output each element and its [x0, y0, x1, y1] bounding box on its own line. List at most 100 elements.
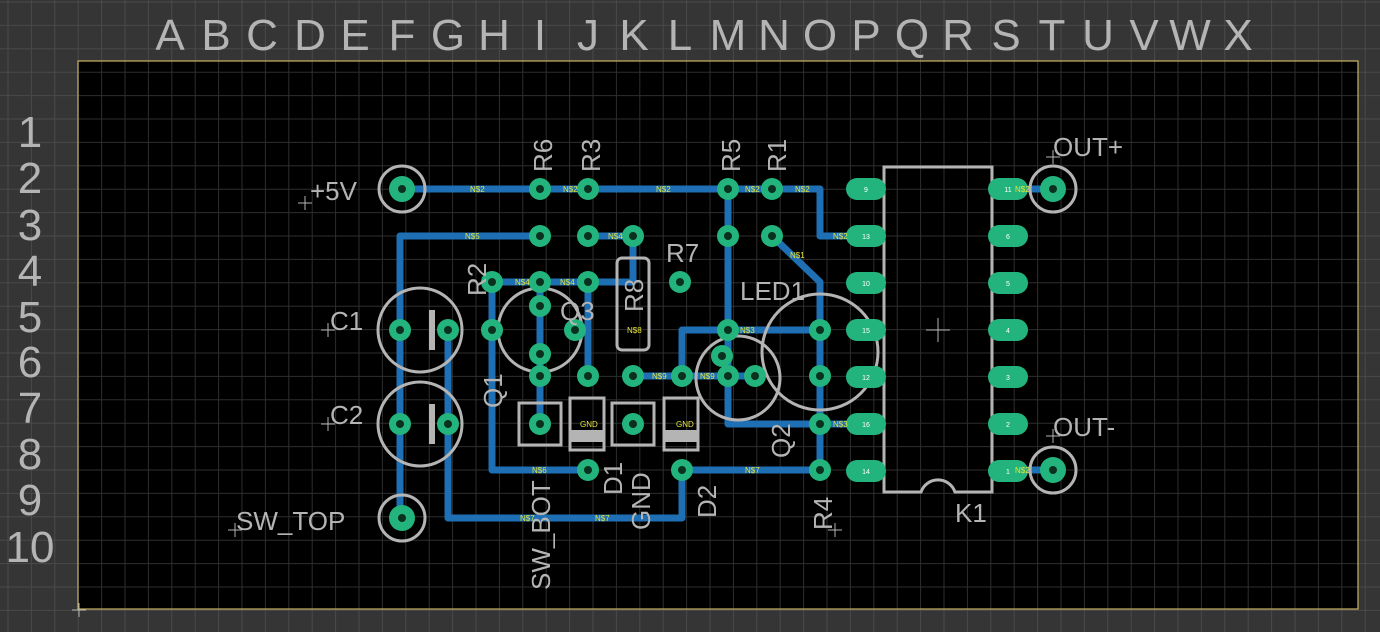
column-label: M [710, 11, 747, 60]
net-label: GND [580, 420, 598, 429]
relay-pin-right-2[interactable] [988, 413, 1028, 435]
trace-n6 [488, 278, 592, 474]
relay-pin-right-2-number: 2 [1006, 422, 1010, 429]
connector-out-minus-pad-drill [1049, 466, 1057, 474]
pad-20-drill [751, 372, 759, 380]
designator-r6: R6 [528, 139, 558, 172]
relay-pin-right-5-number: 5 [1006, 281, 1010, 288]
d1-body [568, 396, 606, 452]
column-label: R [942, 11, 974, 60]
column-label: U [1082, 11, 1114, 60]
net-label: N$4 [515, 278, 530, 287]
relay-pin-right-3[interactable] [988, 366, 1028, 388]
designator-r1: R1 [762, 139, 792, 172]
designator-r5: R5 [716, 139, 746, 172]
sw-pad1-box [517, 401, 563, 447]
net-label: N$7 [745, 466, 760, 475]
net-label: N$4 [608, 232, 623, 241]
relay-pin-left-9-number: 9 [864, 187, 868, 194]
sw-pad2-box [610, 401, 656, 447]
connector-5v-pad-drill [398, 185, 406, 193]
pad-8-drill [629, 232, 637, 240]
relay-pin-right-4[interactable] [988, 319, 1028, 341]
designator-r8: R8 [619, 279, 649, 312]
net-label: N$2 [1015, 466, 1030, 475]
designator-q3: Q3 [560, 296, 595, 326]
column-label: N [758, 11, 790, 60]
relay-pin-left-12[interactable] [846, 366, 886, 388]
relay-pin-left-9[interactable] [846, 178, 886, 200]
pad-30-drill [816, 326, 824, 334]
pad-22-drill [724, 326, 732, 334]
designator-r4: R4 [808, 497, 838, 530]
c1-plate [429, 310, 435, 350]
net-label: N$9 [700, 372, 715, 381]
relay-pin-left-12-number: 12 [862, 375, 870, 382]
row-label: 3 [18, 201, 42, 250]
designator-c1: C1 [330, 306, 363, 336]
pad-9-drill [676, 278, 684, 286]
pad-23-drill [584, 372, 592, 380]
designator-q1: Q1 [478, 373, 508, 408]
connector-out-plus-pad-drill [1049, 185, 1057, 193]
designator-led1: LED1 [740, 276, 805, 306]
q2-outline [694, 334, 782, 422]
net-label: N$7 [595, 514, 610, 523]
column-label: W [1169, 11, 1211, 60]
pad-32-drill [444, 326, 452, 334]
pad-24-drill [536, 372, 544, 380]
net-label: N$2 [563, 185, 578, 194]
relay-pin-right-6[interactable] [988, 225, 1028, 247]
column-label: O [803, 11, 837, 60]
net-label: N$6 [532, 466, 547, 475]
net-label: GND [676, 420, 694, 429]
net-label: N$5 [465, 232, 480, 241]
pad-34-drill [444, 420, 452, 428]
k1-outline [882, 165, 994, 494]
pad-17-drill [629, 372, 637, 380]
designator-d2: D2 [692, 485, 722, 518]
pad-19-drill [718, 352, 726, 360]
pad-14-drill [536, 302, 544, 310]
relay-pin-left-16[interactable] [846, 413, 886, 435]
board-area[interactable] [78, 61, 1358, 609]
relay-pin-right-1[interactable] [988, 460, 1028, 482]
column-label: A [155, 11, 185, 60]
net-label: N$9 [652, 372, 667, 381]
designator-r7: R7 [666, 238, 699, 268]
column-label: E [340, 11, 369, 60]
label-plus-5v: +5V [310, 176, 358, 206]
net-label: N$2 [745, 185, 760, 194]
column-label: F [389, 11, 416, 60]
relay-pin-left-14[interactable] [846, 460, 886, 482]
column-label: J [577, 11, 599, 60]
relay-pin-left-13[interactable] [846, 225, 886, 247]
net-label: N$2 [795, 185, 810, 194]
pad-36-drill [629, 420, 637, 428]
row-label: 5 [18, 293, 42, 342]
connector-out-minus-pad-ring [1028, 445, 1078, 495]
column-label: C [246, 11, 278, 60]
relay-pin-left-15[interactable] [846, 319, 886, 341]
row-label: 7 [18, 384, 42, 433]
pad-18-drill [678, 372, 686, 380]
net-label: N$2 [470, 185, 485, 194]
relay-pin-right-11[interactable] [988, 178, 1028, 200]
pad-33-drill [396, 420, 404, 428]
relay-pin-left-10[interactable] [846, 272, 886, 294]
silkscreen-fill [429, 310, 697, 444]
board-outline [77, 60, 1359, 610]
pad-6-drill [724, 232, 732, 240]
column-label: K [619, 11, 648, 60]
relay-pin-right-3-number: 3 [1006, 375, 1010, 382]
column-label: Q [895, 11, 929, 60]
row-label: 10 [6, 523, 55, 572]
d2-body [662, 396, 700, 452]
connector-out-plus-pad-ring [1028, 164, 1078, 214]
relay-pin-right-5[interactable] [988, 272, 1028, 294]
pad-16-drill [536, 350, 544, 358]
